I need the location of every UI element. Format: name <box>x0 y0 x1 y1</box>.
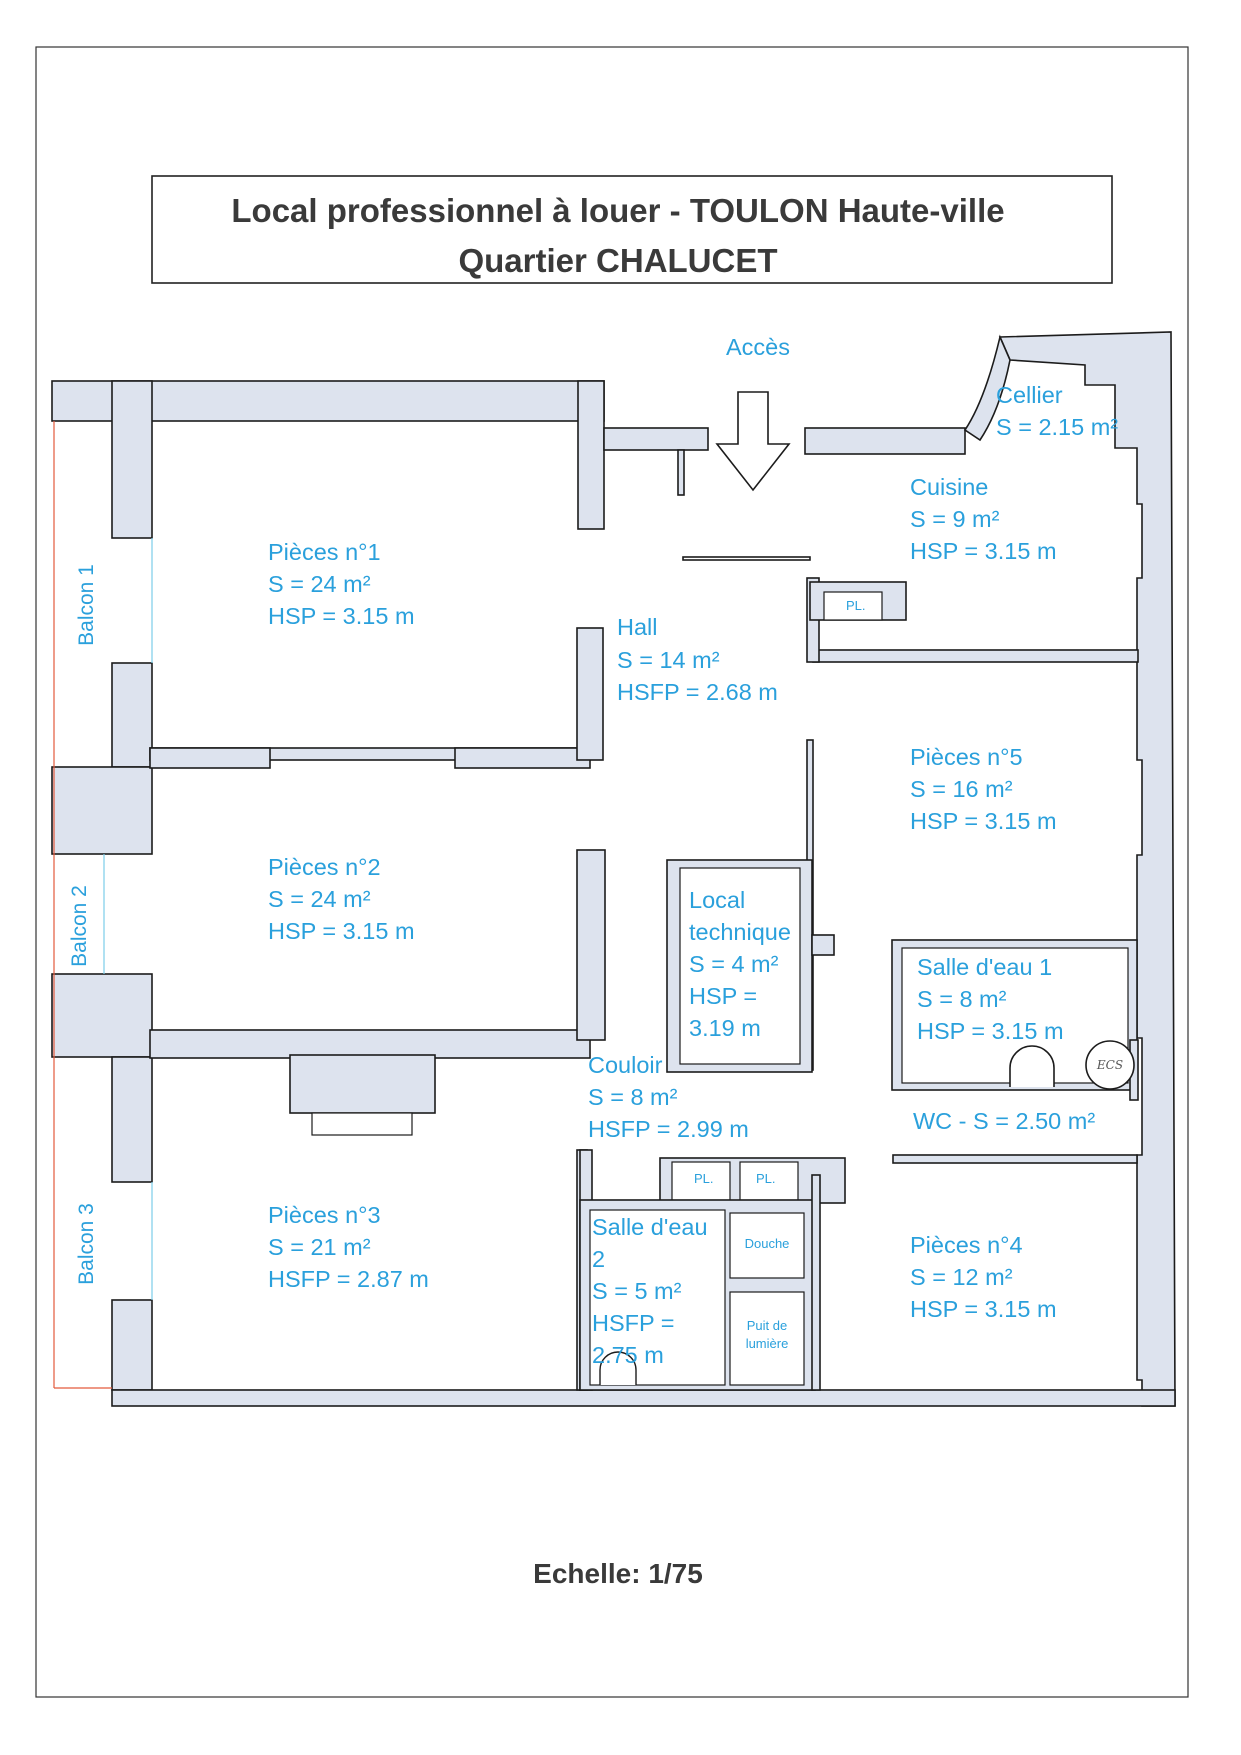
local-height-2: 3.19 m <box>689 1015 761 1041</box>
room-salle-eau-2: Salle d'eau 2 S = 5 m² HSFP = 2.75 m <box>592 1214 708 1368</box>
room-piece-5: Pièces n°5 S = 16 m² HSP = 3.15 m <box>910 744 1057 834</box>
local-area: S = 4 m² <box>689 951 779 977</box>
piece5-name: Pièces n°5 <box>910 744 1023 770</box>
piece4-height: HSP = 3.15 m <box>910 1296 1057 1322</box>
piece1-height: HSP = 3.15 m <box>268 603 415 629</box>
toilet-icon <box>1009 1045 1055 1087</box>
piece2-area: S = 24 m² <box>268 886 371 912</box>
room-salle-eau-1: Salle d'eau 1 S = 8 m² HSP = 3.15 m <box>917 954 1064 1044</box>
piece3-height: HSFP = 2.87 m <box>268 1266 429 1292</box>
salle-eau-2-name-2: 2 <box>592 1246 605 1272</box>
balcony-label-1: Balcon 1 <box>75 564 98 646</box>
piece4-name: Pièces n°4 <box>910 1232 1023 1258</box>
pl-label-2: PL. <box>756 1171 776 1186</box>
room-piece-1: Pièces n°1 S = 24 m² HSP = 3.15 m <box>268 539 415 629</box>
access-label: Accès <box>726 334 790 360</box>
salle-eau-2-height-2: 2.75 m <box>592 1342 664 1368</box>
salle-eau-2-height-1: HSFP = <box>592 1310 675 1336</box>
exterior-walls <box>51 331 1176 1407</box>
room-couloir: Couloir S = 8 m² HSFP = 2.99 m <box>588 1052 749 1142</box>
room-cuisine: Cuisine S = 9 m² HSP = 3.15 m <box>910 474 1057 564</box>
hall-area: S = 14 m² <box>617 647 720 673</box>
piece1-area: S = 24 m² <box>268 571 371 597</box>
water-heater-icon <box>1085 1040 1135 1090</box>
access-arrow <box>715 391 791 492</box>
piece5-height: HSP = 3.15 m <box>910 808 1057 834</box>
piece3-name: Pièces n°3 <box>268 1202 381 1228</box>
scale-label: Echelle: 1/75 <box>533 1558 703 1589</box>
salle-eau-1-area: S = 8 m² <box>917 986 1007 1012</box>
piece3-area: S = 21 m² <box>268 1234 371 1260</box>
pl-label-kitchen: PL. <box>846 598 866 613</box>
room-cellier: Cellier S = 2.15 m² <box>996 382 1118 440</box>
ecs-label: ECS <box>1096 1058 1123 1072</box>
balcony-label-3: Balcon 3 <box>75 1203 98 1285</box>
cuisine-name: Cuisine <box>910 474 988 500</box>
pl-label-1: PL. <box>694 1171 714 1186</box>
couloir-area: S = 8 m² <box>588 1084 678 1110</box>
room-piece-4: Pièces n°4 S = 12 m² HSP = 3.15 m <box>910 1232 1057 1322</box>
hall-height: HSFP = 2.68 m <box>617 679 778 705</box>
title-line-1: Local professionnel à louer - TOULON Hau… <box>231 192 1004 229</box>
couloir-name: Couloir <box>588 1052 663 1078</box>
title-box: Local professionnel à louer - TOULON Hau… <box>151 175 1113 284</box>
salle-eau-1-height: HSP = 3.15 m <box>917 1018 1064 1044</box>
piece4-area: S = 12 m² <box>910 1264 1013 1290</box>
piece5-area: S = 16 m² <box>910 776 1013 802</box>
cuisine-height: HSP = 3.15 m <box>910 538 1057 564</box>
salle-eau-1-name: Salle d'eau 1 <box>917 954 1052 980</box>
wc-label: WC - S = 2.50 m² <box>913 1108 1095 1134</box>
puit-label-2: lumière <box>746 1336 789 1351</box>
piece1-name: Pièces n°1 <box>268 539 381 565</box>
cellier-name: Cellier <box>996 382 1063 408</box>
salle-eau-2-area: S = 5 m² <box>592 1278 682 1304</box>
piece2-height: HSP = 3.15 m <box>268 918 415 944</box>
toilet-icon-2 <box>599 1351 637 1385</box>
local-height-1: HSP = <box>689 983 757 1009</box>
salle-eau-2-name-1: Salle d'eau <box>592 1214 708 1240</box>
hall-name: Hall <box>617 614 657 640</box>
cuisine-area: S = 9 m² <box>910 506 1000 532</box>
room-piece-3: Pièces n°3 S = 21 m² HSFP = 2.87 m <box>268 1202 429 1292</box>
room-piece-2: Pièces n°2 S = 24 m² HSP = 3.15 m <box>268 854 415 944</box>
interior-walls <box>149 556 1139 1391</box>
room-hall: Hall S = 14 m² HSFP = 2.68 m <box>617 614 778 705</box>
puit-label-1: Puit de <box>747 1318 787 1333</box>
cellier-area: S = 2.15 m² <box>996 414 1118 440</box>
piece2-name: Pièces n°2 <box>268 854 381 880</box>
douche-label: Douche <box>745 1236 790 1251</box>
page-frame <box>35 46 1189 1698</box>
room-local-technique: Local technique S = 4 m² HSP = 3.19 m <box>689 887 791 1041</box>
local-name-1: Local <box>689 887 745 913</box>
local-name-2: technique <box>689 919 791 945</box>
balcony-label-2: Balcon 2 <box>68 885 91 967</box>
title-line-2: Quartier CHALUCET <box>458 242 777 279</box>
couloir-height: HSFP = 2.99 m <box>588 1116 749 1142</box>
